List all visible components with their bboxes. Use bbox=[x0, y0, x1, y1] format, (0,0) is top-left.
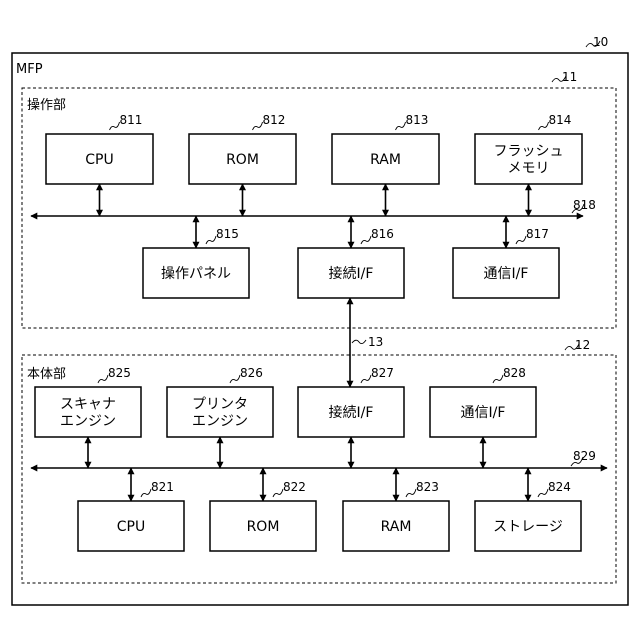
block-821-ref: 821 bbox=[151, 480, 174, 494]
block-825-label: スキャナ bbox=[60, 397, 116, 413]
block-814-ref: 814 bbox=[549, 113, 572, 127]
block-826-label: エンジン bbox=[192, 414, 248, 430]
operation-unit-ref: 11 bbox=[562, 70, 577, 84]
block-824-ref: 824 bbox=[548, 480, 571, 494]
block-815-label: 操作パネル bbox=[161, 266, 231, 282]
block-816-label: 接続I/F bbox=[329, 265, 374, 282]
block-815-ref: 815 bbox=[216, 227, 239, 241]
block-811-label: CPU bbox=[85, 152, 113, 168]
block-828-label: 通信I/F bbox=[461, 405, 506, 421]
block-817-label: 通信I/F bbox=[484, 266, 529, 282]
block-814-label: メモリ bbox=[508, 161, 550, 177]
main-unit-label: 本体部 bbox=[27, 367, 66, 382]
block-811-ref: 811 bbox=[120, 113, 143, 127]
operation-unit-label: 操作部 bbox=[27, 97, 66, 113]
block-814-label: フラッシュ bbox=[494, 144, 564, 160]
mfp-ref: 10 bbox=[593, 35, 608, 49]
main-unit-ref: 12 bbox=[575, 338, 590, 352]
block-813-ref: 813 bbox=[406, 113, 429, 127]
block-816-ref: 816 bbox=[371, 227, 394, 241]
block-812-label: ROM bbox=[226, 152, 259, 168]
block-813-label: RAM bbox=[370, 152, 401, 168]
block-827-label: 接続I/F bbox=[329, 404, 374, 421]
block-826-ref: 826 bbox=[240, 366, 263, 380]
block-812-ref: 812 bbox=[263, 113, 286, 127]
link-13-ref: 13 bbox=[368, 335, 383, 349]
bus-818-ref: 818 bbox=[573, 198, 596, 212]
block-825-label: エンジン bbox=[60, 414, 116, 430]
block-817-ref: 817 bbox=[526, 227, 549, 241]
block-822-ref: 822 bbox=[283, 480, 306, 494]
block-821-label: CPU bbox=[117, 519, 145, 535]
block-828-ref: 828 bbox=[503, 366, 526, 380]
block-823-ref: 823 bbox=[416, 480, 439, 494]
block-827-ref: 827 bbox=[371, 366, 394, 380]
block-823-label: RAM bbox=[381, 519, 412, 535]
block-825-ref: 825 bbox=[108, 366, 131, 380]
block-822-label: ROM bbox=[247, 519, 280, 535]
bus-829-ref: 829 bbox=[573, 449, 596, 463]
block-824-label: ストレージ bbox=[493, 519, 563, 535]
block-826-label: プリンタ bbox=[192, 397, 248, 413]
mfp-label: MFP bbox=[16, 62, 43, 77]
